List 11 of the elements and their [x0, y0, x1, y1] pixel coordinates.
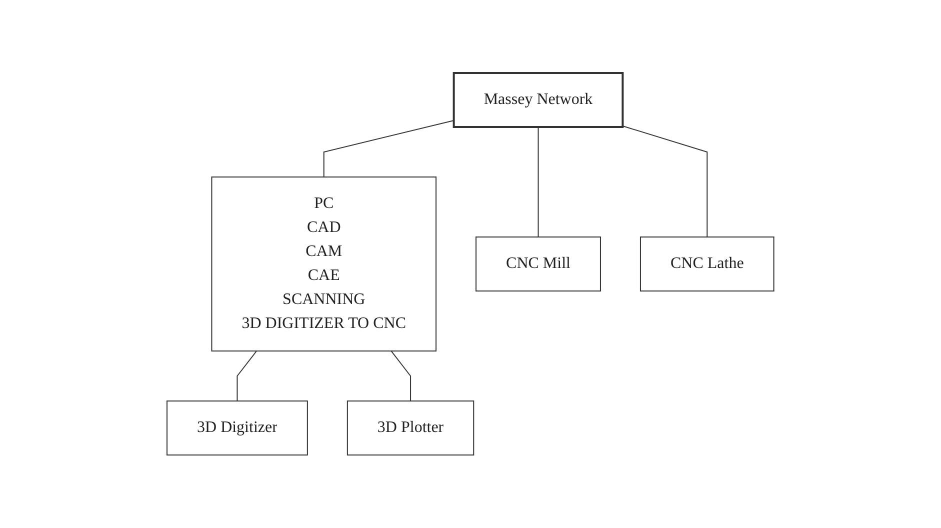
node-box: CNC Mill	[476, 236, 602, 292]
node-box: 3D Plotter	[347, 400, 474, 456]
node-box: PC CAD CAM CAE SCANNING 3D DIGITIZER TO CNC	[211, 176, 437, 352]
connector	[622, 126, 708, 238]
connector	[390, 350, 412, 402]
connector	[236, 350, 258, 402]
node-box: Massey Network	[452, 72, 624, 128]
node-box: 3D Digitizer	[166, 400, 308, 456]
connector	[538, 126, 539, 238]
connector	[323, 120, 454, 178]
node-box: CNC Lathe	[640, 236, 774, 292]
